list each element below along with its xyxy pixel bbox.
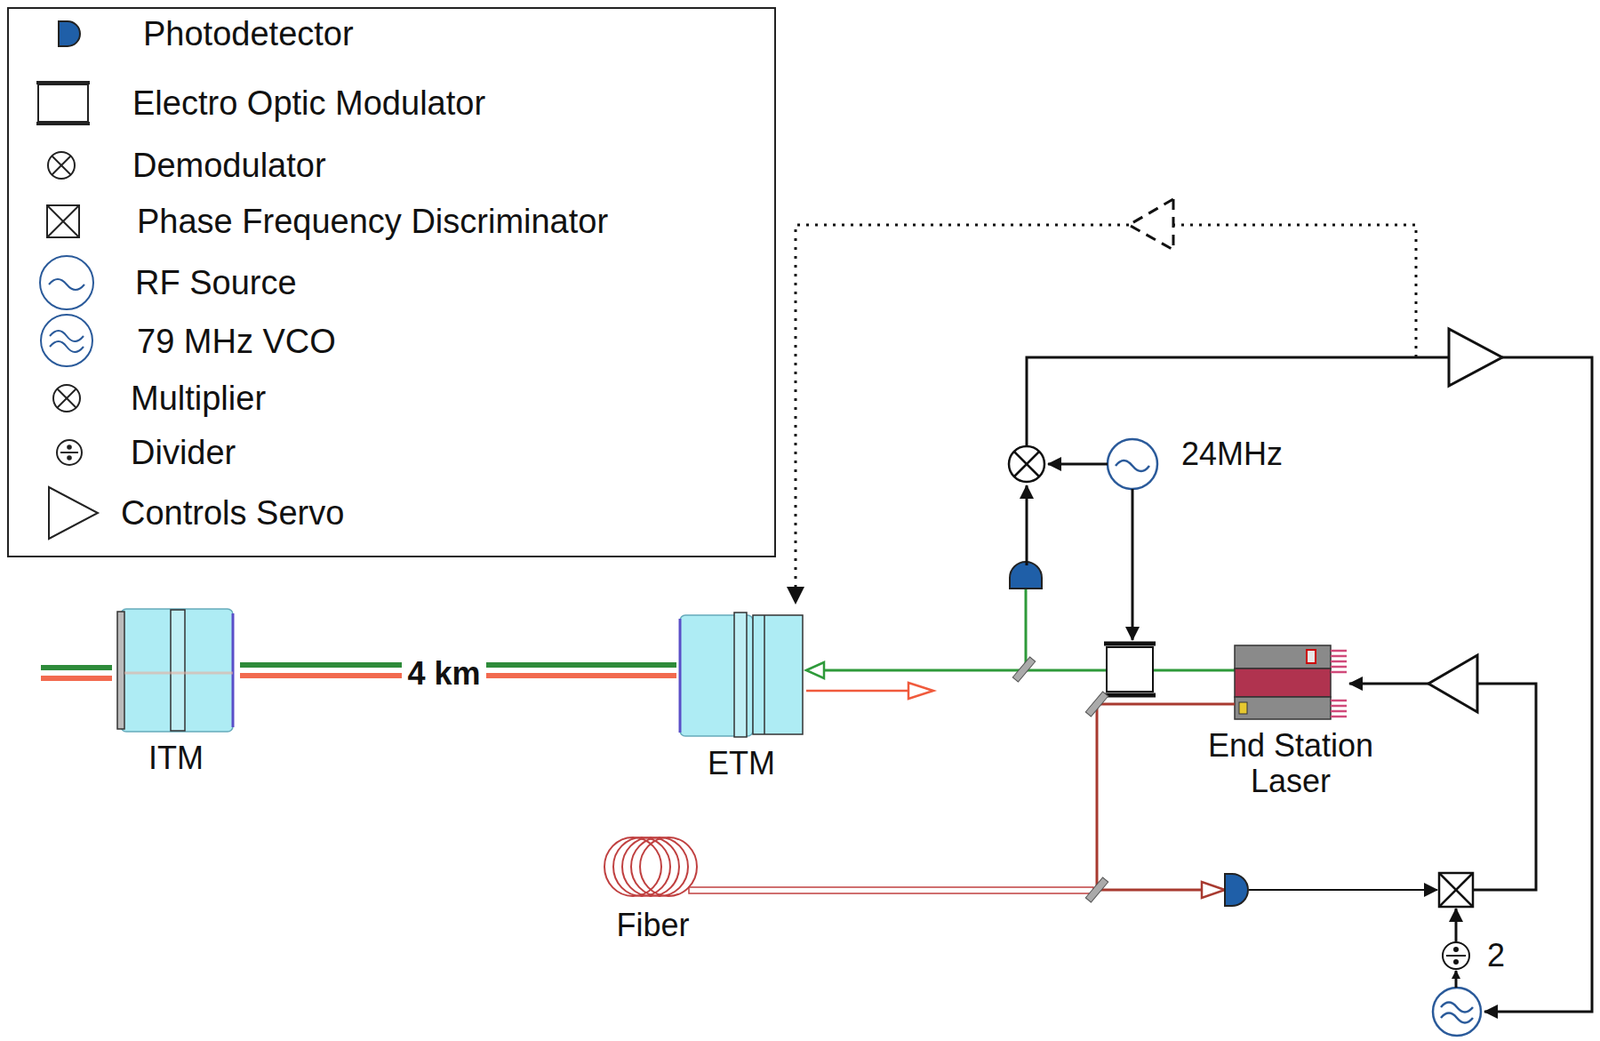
- wire: [1131, 488, 1135, 640]
- wire: [1472, 683, 1536, 890]
- arrowhead: [908, 682, 934, 699]
- legend-text: Photodetector: [143, 14, 354, 54]
- wire: [1455, 970, 1458, 988]
- node-label: ETM: [707, 745, 776, 782]
- rf-source: [1107, 439, 1158, 489]
- fiber: [688, 887, 1094, 894]
- itm-mirror: [117, 608, 233, 732]
- legend-text: Phase Frequency Discriminator: [136, 201, 608, 241]
- fiber-node: Fiber: [601, 836, 704, 899]
- wire: [1048, 463, 1108, 466]
- legend-symbols: [36, 21, 98, 539]
- beamsplitter: [1085, 691, 1108, 717]
- wire: [1248, 888, 1438, 891]
- wire: [1349, 682, 1429, 686]
- vco: [1432, 987, 1481, 1036]
- divider-ratio: 2: [1487, 937, 1505, 974]
- servo: [1428, 655, 1478, 712]
- beamsplitter: [1085, 877, 1108, 903]
- beamsplitter: [1012, 656, 1035, 682]
- eom: [1104, 643, 1156, 696]
- arrowhead: [1201, 881, 1225, 898]
- servo: [1128, 199, 1174, 250]
- itm-node: ITM: [112, 608, 240, 732]
- node-label: End Station Laser: [1184, 728, 1398, 800]
- distance-label: 4 km: [401, 656, 486, 692]
- legend-text: 79 MHz VCO: [136, 321, 336, 361]
- node-label: Fiber: [616, 907, 689, 944]
- legend-box: [8, 8, 776, 557]
- legend-text: Controls Servo: [120, 493, 344, 533]
- legend-text: RF Source: [135, 263, 297, 303]
- node-label: ITM: [148, 740, 204, 776]
- red-beam: [806, 689, 918, 693]
- wire: [1026, 357, 1449, 447]
- photodetector: [1009, 561, 1042, 589]
- legend-text: Multiplier: [130, 378, 266, 418]
- demodulator: [1008, 446, 1045, 482]
- green-beam: [1024, 586, 1028, 671]
- divider: [1442, 942, 1470, 969]
- fiber-coil: [604, 837, 697, 896]
- wire: [1455, 908, 1458, 943]
- wire: [1025, 485, 1029, 566]
- red-beam: [40, 675, 112, 681]
- etm-node: ETM: [676, 612, 807, 737]
- green-beam: [40, 664, 112, 671]
- frequency-label: 24MHz: [1181, 436, 1283, 472]
- legend-text: Demodulator: [132, 145, 327, 185]
- legend-text: Divider: [130, 432, 236, 472]
- end-station-laser: [1234, 645, 1347, 720]
- dotted-wire: [795, 224, 1129, 589]
- pfd: [1439, 872, 1473, 907]
- dotted-wire: [1173, 224, 1416, 358]
- photodetector: [1224, 873, 1248, 906]
- etm-mirror: [680, 612, 803, 737]
- servo: [1448, 328, 1503, 386]
- arrowhead: [786, 586, 805, 605]
- legend-text: Electro Optic Modulator: [132, 83, 486, 123]
- laser-node: End Station Laser: [1234, 645, 1347, 720]
